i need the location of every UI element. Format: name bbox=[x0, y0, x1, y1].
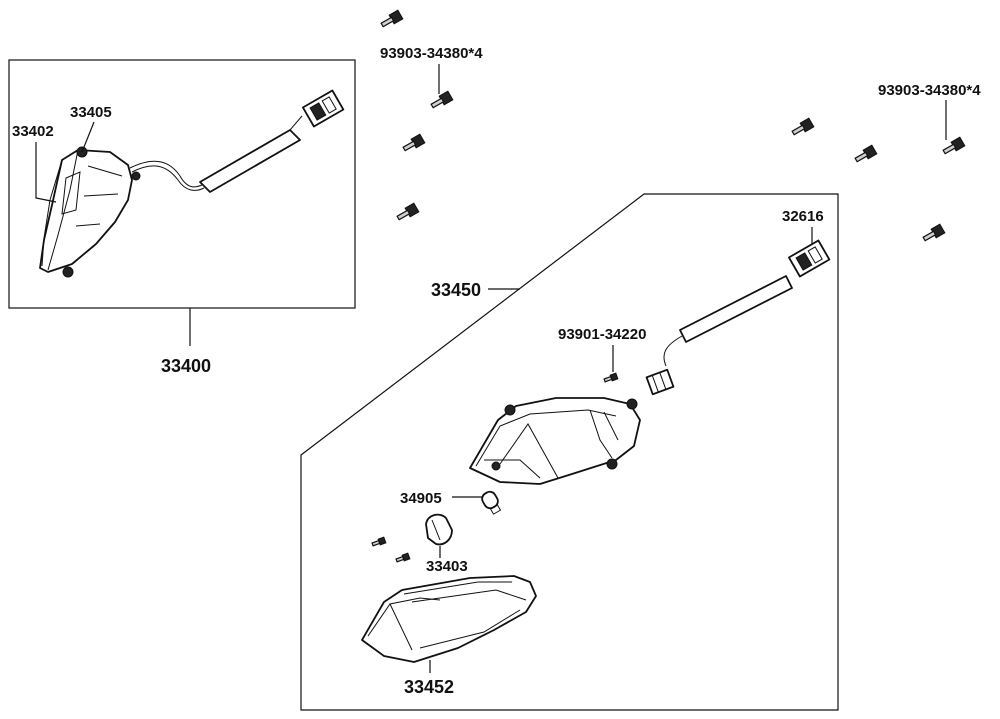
bolt-part-number-right: 93903-34380*4 bbox=[878, 82, 981, 99]
bolt-icon bbox=[380, 9, 404, 28]
socket-cover-icon bbox=[425, 513, 453, 546]
bolt-icon bbox=[922, 223, 946, 242]
bolt-icon bbox=[791, 117, 815, 136]
screw-icon bbox=[371, 536, 387, 547]
left-socket-part-number: 33405 bbox=[70, 104, 112, 121]
lens-illustration bbox=[361, 575, 537, 663]
bolt-icon bbox=[402, 133, 426, 152]
bolt-icon bbox=[942, 136, 966, 155]
left-assembly-box bbox=[8, 59, 356, 309]
right-turn-signal-housing bbox=[469, 397, 641, 485]
bolt-part-number-left: 93903-34380*4 bbox=[380, 45, 483, 62]
right-assembly-box bbox=[300, 193, 839, 711]
left-assembly-part-number: 33400 bbox=[161, 356, 211, 376]
screw-icon bbox=[603, 372, 619, 383]
left-turn-signal-illustration bbox=[39, 89, 345, 278]
connector-illustration bbox=[645, 239, 831, 396]
screw-icon bbox=[395, 552, 411, 563]
bulb-icon bbox=[481, 490, 502, 515]
right-assembly-part-number: 33450 bbox=[431, 280, 481, 300]
connector-part-number: 32616 bbox=[782, 208, 824, 225]
socket-part-number: 33403 bbox=[426, 558, 468, 575]
bolt-icon bbox=[396, 202, 420, 221]
bolt-icon bbox=[430, 90, 454, 109]
screw-part-number: 93901-34220 bbox=[558, 326, 646, 343]
bolt-icon bbox=[854, 144, 878, 163]
lens-part-number: 33452 bbox=[404, 677, 454, 697]
left-lens-part-number: 33402 bbox=[12, 123, 54, 140]
bulb-part-number: 34905 bbox=[400, 490, 442, 507]
